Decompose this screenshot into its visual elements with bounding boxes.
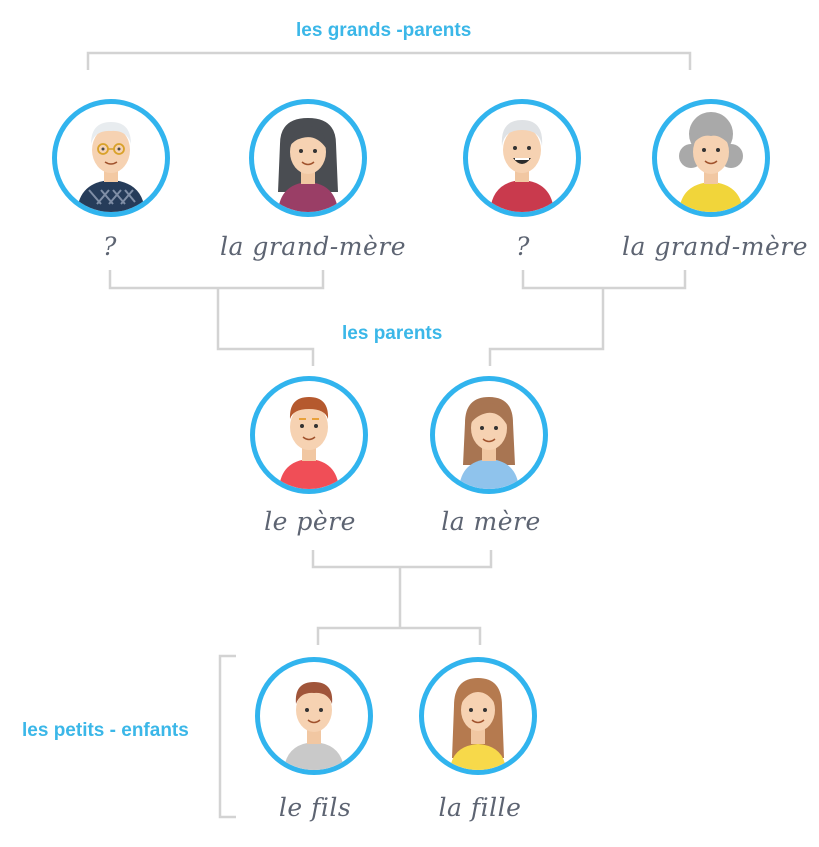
- father-avatar: [250, 376, 368, 494]
- daughter-avatar: [419, 657, 537, 775]
- father-name: le père: [264, 507, 356, 536]
- left-grandparents-connector: [108, 270, 325, 290]
- right-grandparents-connector: [521, 270, 687, 290]
- children-connector: [316, 626, 482, 645]
- right-to-mother-connector: [488, 288, 605, 366]
- daughter-name: la fille: [438, 793, 522, 822]
- grandmother-2-name: la grand-mère: [621, 232, 808, 261]
- grandparents-label: les grands -parents: [296, 20, 472, 41]
- mother-avatar: [430, 376, 548, 494]
- parents-connector: [311, 550, 493, 569]
- left-to-father-connector: [216, 288, 315, 366]
- grandmother-1-name: la grand-mère: [219, 232, 406, 261]
- grandfather-2-name: ?: [516, 232, 530, 261]
- grandfather-1-avatar: [52, 99, 170, 217]
- grandfather-2-avatar: [463, 99, 581, 217]
- son-name: le fils: [278, 793, 352, 822]
- grandfather-1-name: ?: [103, 232, 117, 261]
- grandchildren-label: les petits - enfants: [22, 720, 189, 741]
- son-avatar: [255, 657, 373, 775]
- grandmother-2-avatar: [652, 99, 770, 217]
- grandchildren-bracket: [218, 654, 236, 819]
- grandparents-bracket: [86, 51, 692, 70]
- parents-label: les parents: [342, 323, 443, 344]
- mother-name: la mère: [441, 507, 541, 536]
- grandmother-1-avatar: [249, 99, 367, 217]
